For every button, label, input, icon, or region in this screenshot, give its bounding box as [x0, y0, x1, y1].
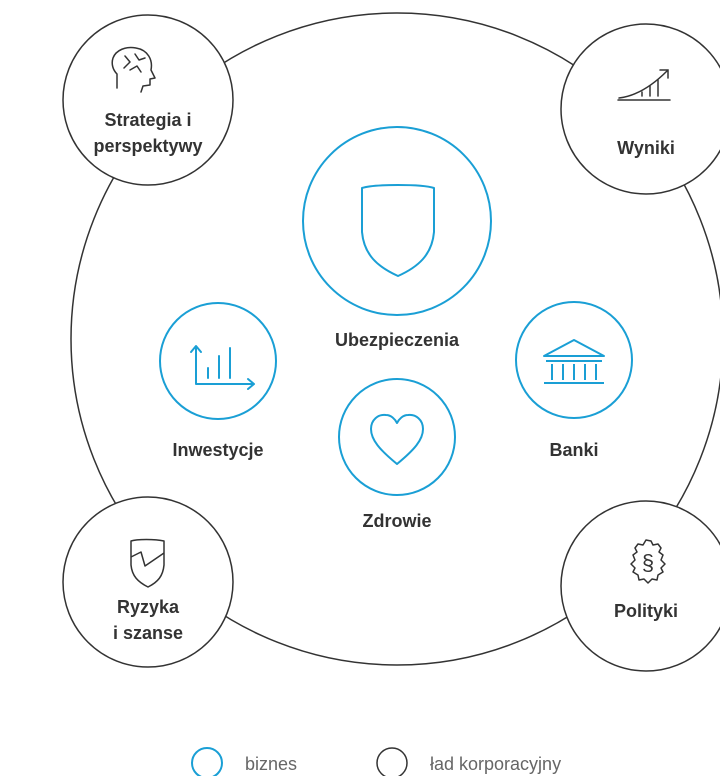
node-inwestycje-label: Inwestycje	[172, 440, 263, 460]
legend: biznes ład korporacyjny	[191, 747, 561, 776]
node-ubezpieczenia-circle	[302, 126, 492, 316]
legend-business-label: biznes	[245, 754, 297, 774]
node-strategia-line2: perspektywy	[93, 136, 202, 156]
node-inwestycje[interactable]: Inwestycje	[159, 302, 277, 460]
paragraph-glyph: §	[642, 550, 654, 575]
node-strategia-circle	[62, 14, 234, 186]
bar-chart-arrows-icon	[190, 345, 255, 390]
node-polityki[interactable]: § Polityki	[560, 500, 720, 672]
shield-icon	[361, 184, 435, 277]
growth-chart-icon	[617, 69, 671, 101]
node-zdrowie-circle	[338, 378, 456, 496]
node-ubezpieczenia-label: Ubezpieczenia	[335, 330, 460, 350]
node-banki-label: Banki	[549, 440, 598, 460]
puzzle-head-icon	[111, 46, 156, 93]
outer-ring	[70, 12, 720, 666]
node-strategia-line1: Strategia i	[104, 110, 191, 130]
node-ubezpieczenia[interactable]: Ubezpieczenia	[302, 126, 492, 350]
node-zdrowie[interactable]: Zdrowie	[338, 378, 456, 531]
legend-governance-label: ład korporacyjny	[430, 754, 561, 774]
node-wyniki-circle	[560, 23, 720, 195]
node-ryzyka-line2: i szanse	[113, 623, 183, 643]
legend-business-swatch	[191, 747, 223, 776]
bank-building-icon	[543, 339, 605, 384]
node-polityki-circle	[560, 500, 720, 672]
broken-shield-icon	[130, 538, 165, 588]
heart-icon	[370, 413, 424, 465]
node-wyniki[interactable]: Wyniki	[560, 23, 720, 195]
node-banki[interactable]: Banki	[515, 301, 633, 460]
node-zdrowie-label: Zdrowie	[362, 511, 431, 531]
node-wyniki-label: Wyniki	[617, 138, 675, 158]
paragraph-gear-icon: §	[630, 539, 666, 584]
node-strategia[interactable]: Strategia i perspektywy	[62, 14, 234, 186]
node-ryzyka[interactable]: Ryzyka i szanse	[62, 496, 234, 668]
node-ryzyka-line1: Ryzyka	[117, 597, 180, 617]
node-polityki-label: Polityki	[614, 601, 678, 621]
legend-governance-swatch	[376, 747, 408, 776]
node-ryzyka-circle	[62, 496, 234, 668]
